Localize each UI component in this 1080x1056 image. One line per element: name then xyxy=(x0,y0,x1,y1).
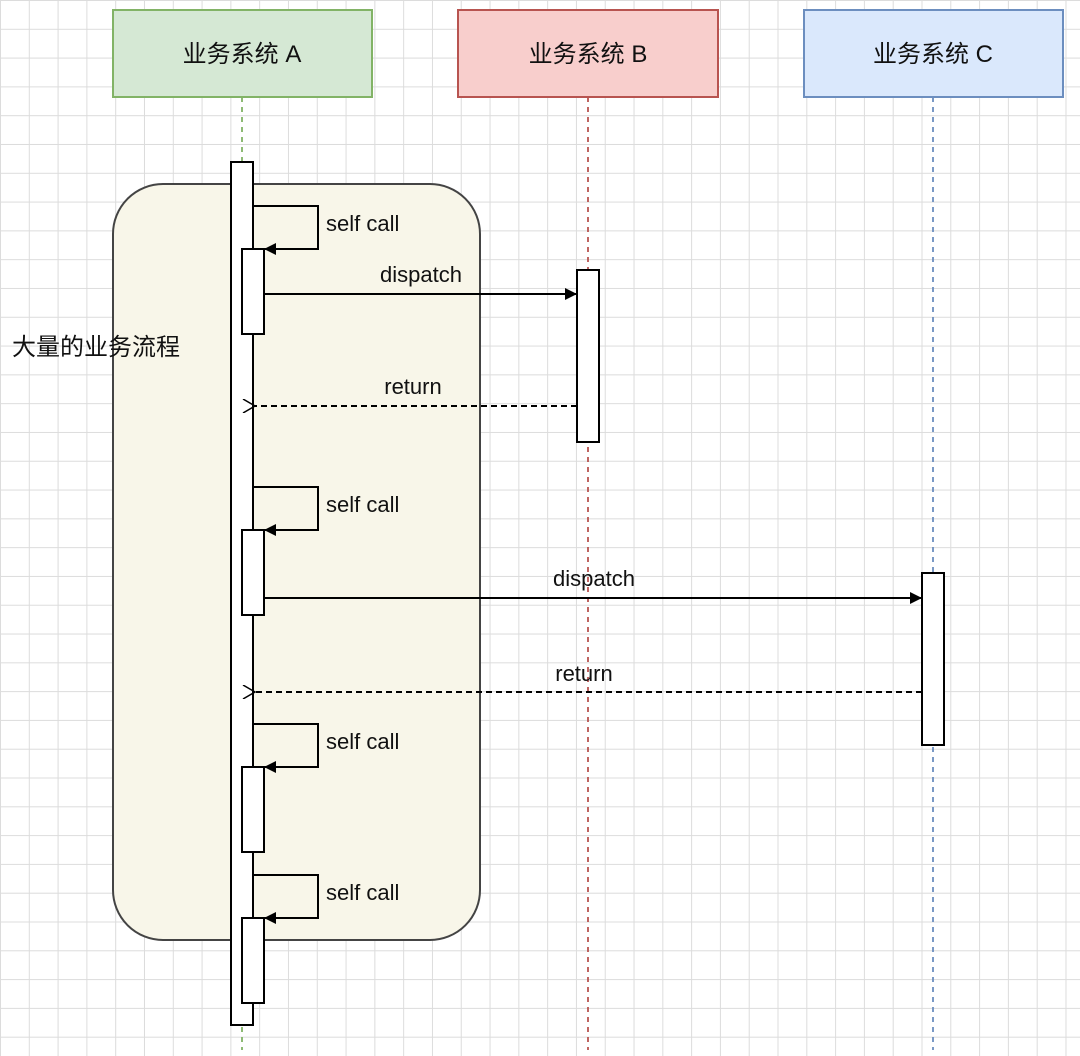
participant-a[interactable]: 业务系统 A xyxy=(112,9,373,98)
return-label-c: return xyxy=(555,661,612,686)
return-label-b: return xyxy=(384,374,441,399)
activation-a-nested-4[interactable] xyxy=(241,917,265,1004)
dispatch-label-b: dispatch xyxy=(380,262,462,287)
participant-c[interactable]: 业务系统 C xyxy=(803,9,1064,98)
self-call-arrow-1[interactable] xyxy=(253,205,319,255)
participant-c-label: 业务系统 C xyxy=(873,41,993,68)
activation-a-nested-3[interactable] xyxy=(241,766,265,853)
group-label: 大量的业务流程 xyxy=(12,334,180,361)
activation-b[interactable] xyxy=(576,269,600,443)
participant-b[interactable]: 业务系统 B xyxy=(457,9,719,98)
self-call-label-3: self call xyxy=(326,729,399,754)
self-call-arrow-4[interactable] xyxy=(253,874,319,924)
self-call-arrow-3[interactable] xyxy=(253,723,319,773)
self-call-label-1: self call xyxy=(326,211,399,236)
dispatch-label-c: dispatch xyxy=(553,566,635,591)
activation-a-nested-2[interactable] xyxy=(241,529,265,616)
self-call-arrow-2[interactable] xyxy=(253,486,319,536)
self-call-label-2: self call xyxy=(326,492,399,517)
activation-a-nested-1[interactable] xyxy=(241,248,265,335)
activation-c[interactable] xyxy=(921,572,945,746)
participant-b-label: 业务系统 B xyxy=(529,41,648,68)
self-call-label-4: self call xyxy=(326,880,399,905)
business-flow-group[interactable] xyxy=(112,183,481,941)
participant-a-label: 业务系统 A xyxy=(183,41,302,68)
